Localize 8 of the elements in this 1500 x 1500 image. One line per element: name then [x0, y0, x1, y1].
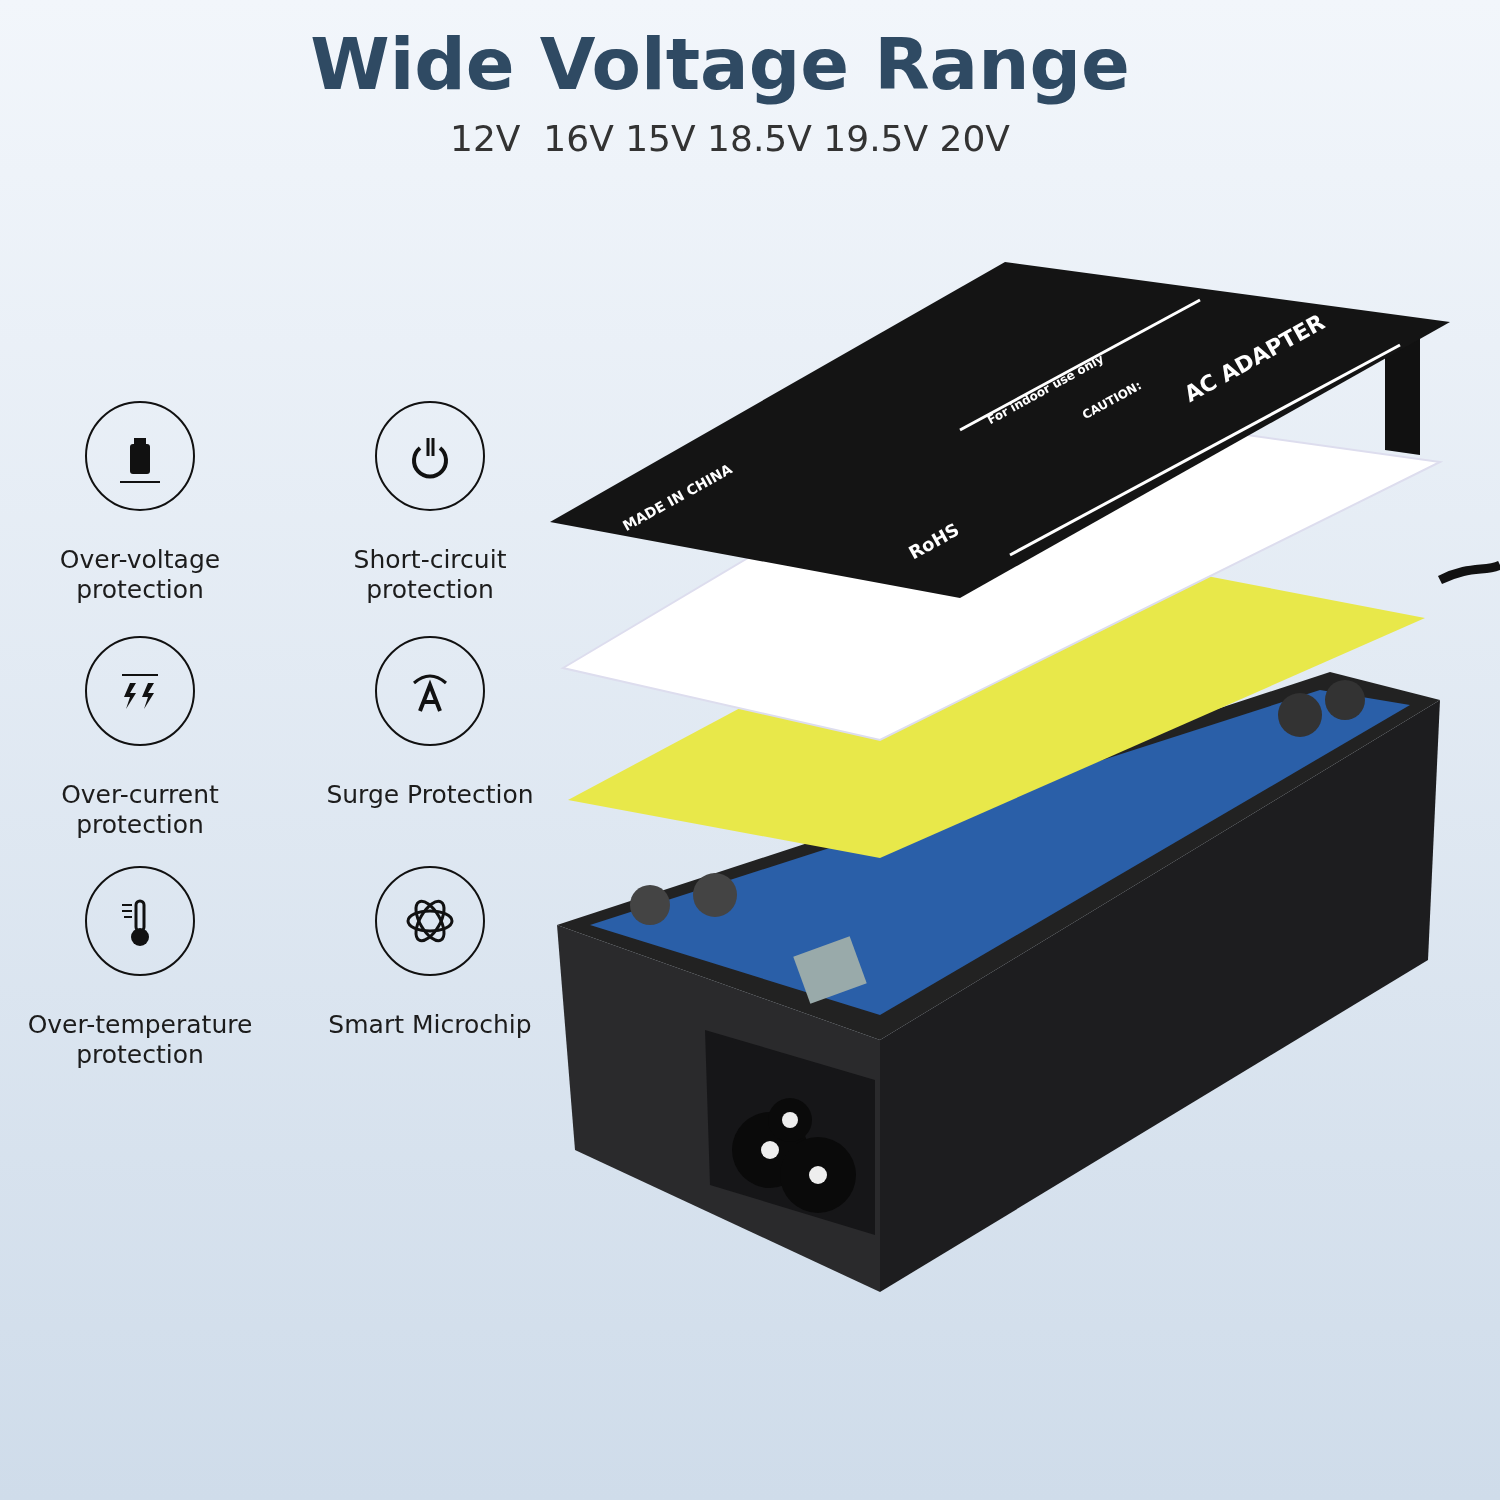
feature-label: Over-current protection — [60, 780, 220, 840]
page-title: Wide Voltage Range — [309, 22, 1131, 106]
feature-label: Short-circuit protection — [352, 545, 508, 605]
feature-label: Over-temperature protection — [26, 1010, 254, 1070]
voltage-list: 12V 16V 15V 18.5V 19.5V 20V — [0, 118, 1460, 159]
feature-label: Smart Microchip — [328, 1010, 532, 1040]
feature-label: Surge Protection — [326, 780, 534, 810]
feature-label: Over-voltage protection — [58, 545, 222, 605]
